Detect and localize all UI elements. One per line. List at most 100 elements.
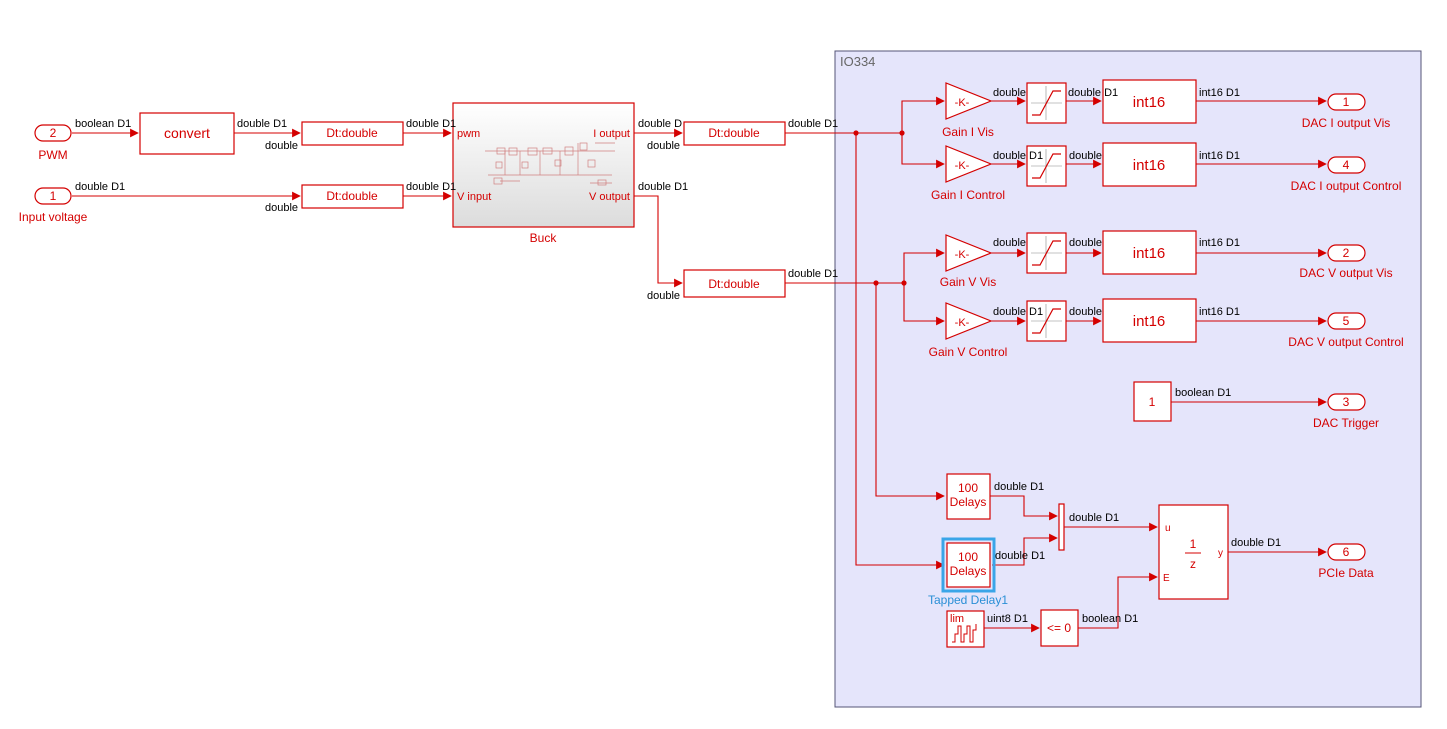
svg-text:double D1: double D1 [994,481,1044,493]
dt-double-block-2[interactable]: Dt:double [301,184,404,209]
svg-text:int16: int16 [1133,157,1166,174]
svg-text:double: double [993,237,1026,249]
gain-i-control-label: Gain I Control [931,188,1005,202]
int16-convert-2[interactable]: int16 [1102,142,1197,187]
outport-dac-v-vis[interactable]: 2 DAC V output Vis [1299,244,1393,280]
outport-pcie-data-label: PCIe Data [1318,566,1374,580]
svg-text:double: double [265,140,298,152]
compare-to-zero-block[interactable]: <= 0 [1040,609,1079,647]
svg-text:-K-: -K- [955,317,970,329]
buck-port-vin: V input [457,191,491,203]
subsystem-title: IO334 [840,54,875,69]
buck-label: Buck [530,231,558,245]
svg-text:double D1: double D1 [1068,87,1118,99]
int16-convert-1[interactable]: int16 [1102,79,1197,124]
svg-text:double D1: double D1 [788,118,838,130]
mux-block[interactable] [1058,503,1065,551]
svg-text:2: 2 [1343,246,1350,260]
gain-v-vis[interactable]: -K- Gain V Vis [940,234,996,289]
svg-text:double: double [1069,237,1102,249]
wires [72,96,1327,633]
svg-text:int16 D1: int16 D1 [1199,237,1240,249]
svg-text:6: 6 [1343,545,1350,559]
svg-text:Dt:double: Dt:double [708,277,760,291]
svg-text:double: double [647,140,680,152]
gain-v-control[interactable]: -K- Gain V Control [929,302,1008,359]
svg-text:D1: D1 [1029,150,1043,162]
svg-text:double: double [265,202,298,214]
svg-text:D1: D1 [1029,306,1043,318]
int16-convert-4[interactable]: int16 [1102,298,1197,343]
svg-text:1: 1 [50,189,57,203]
saturation-3[interactable] [1026,232,1067,274]
svg-text:double: double [993,306,1026,318]
outport-dac-i-vis[interactable]: 1 DAC I output Vis [1302,93,1391,130]
inport-pwm-label: PWM [38,148,67,162]
svg-text:double D1: double D1 [995,550,1045,562]
outport-dac-v-control[interactable]: 5 DAC V output Control [1288,312,1404,349]
outport-dac-v-vis-label: DAC V output Vis [1299,266,1392,280]
svg-text:int16: int16 [1133,313,1166,330]
buck-port-iout: I output [593,128,630,140]
gain-v-vis-label: Gain V Vis [940,275,996,289]
tapped-delay[interactable]: 100 Delays [946,473,991,520]
svg-text:boolean D1: boolean D1 [75,118,131,130]
svg-text:-K-: -K- [955,97,970,109]
svg-text:uint8 D1: uint8 D1 [987,613,1028,625]
saturation-4[interactable] [1026,300,1067,342]
unit-delay-block[interactable]: u E y 1 z [1158,504,1229,600]
svg-text:boolean D1: boolean D1 [1082,613,1138,625]
inport-input-voltage[interactable]: 1 Input voltage [19,187,88,224]
svg-text:convert: convert [164,125,210,141]
svg-text:double: double [993,87,1026,99]
svg-text:int16: int16 [1133,245,1166,262]
svg-text:3: 3 [1343,395,1350,409]
svg-text:double D1: double D1 [638,181,688,193]
svg-text:int16 D1: int16 D1 [1199,306,1240,318]
svg-text:Dt:double: Dt:double [326,189,378,203]
outport-dac-trigger[interactable]: 3 DAC Trigger [1313,393,1379,430]
svg-text:Delays: Delays [950,495,987,509]
svg-text:y: y [1218,548,1223,559]
counter-limited-block[interactable]: lim [946,610,985,648]
int16-convert-3[interactable]: int16 [1102,230,1197,275]
inport-input-voltage-label: Input voltage [19,210,88,224]
gain-i-vis[interactable]: -K- Gain I Vis [942,82,994,139]
svg-text:boolean D1: boolean D1 [1175,387,1231,399]
buck-subsystem[interactable]: pwm V input I output V output Buck [452,102,635,245]
svg-text:double D1: double D1 [1069,512,1119,524]
svg-text:1: 1 [1190,537,1197,551]
saturation-1[interactable] [1026,82,1067,124]
buck-circuit-icon [485,142,615,186]
inport-pwm[interactable]: 2 PWM [34,124,72,162]
svg-text:<= 0: <= 0 [1047,621,1071,635]
convert-block[interactable]: convert [139,112,235,155]
dt-double-block-1[interactable]: Dt:double [301,121,404,146]
buck-port-pwm: pwm [457,128,480,140]
saturation-2[interactable] [1026,145,1067,187]
outport-dac-i-vis-label: DAC I output Vis [1302,116,1391,130]
svg-text:lim: lim [950,613,964,625]
svg-text:100: 100 [958,550,978,564]
outport-dac-i-control-label: DAC I output Control [1291,179,1402,193]
constant-block[interactable]: 1 [1133,381,1172,422]
dt-double-block-3[interactable]: Dt:double [683,121,786,146]
svg-text:double: double [1069,150,1102,162]
svg-text:Delays: Delays [950,564,987,578]
dt-double-block-4[interactable]: Dt:double [683,269,786,298]
svg-text:2: 2 [50,126,57,140]
gain-i-control[interactable]: -K- Gain I Control [931,145,1005,202]
svg-text:u: u [1165,523,1171,534]
outport-pcie-data[interactable]: 6 PCIe Data [1318,543,1374,580]
svg-text:double D1: double D1 [1231,537,1281,549]
svg-text:double D1: double D1 [237,118,287,130]
svg-text:E: E [1163,573,1170,584]
svg-text:double D1: double D1 [406,181,456,193]
svg-text:-K-: -K- [955,160,970,172]
svg-text:double D1: double D1 [75,181,125,193]
svg-text:1: 1 [1343,95,1350,109]
buck-port-vout: V output [589,191,630,203]
outport-dac-i-control[interactable]: 4 DAC I output Control [1291,156,1402,193]
tapped-delay1[interactable]: 100 Delays Tapped Delay1 [928,537,1008,607]
